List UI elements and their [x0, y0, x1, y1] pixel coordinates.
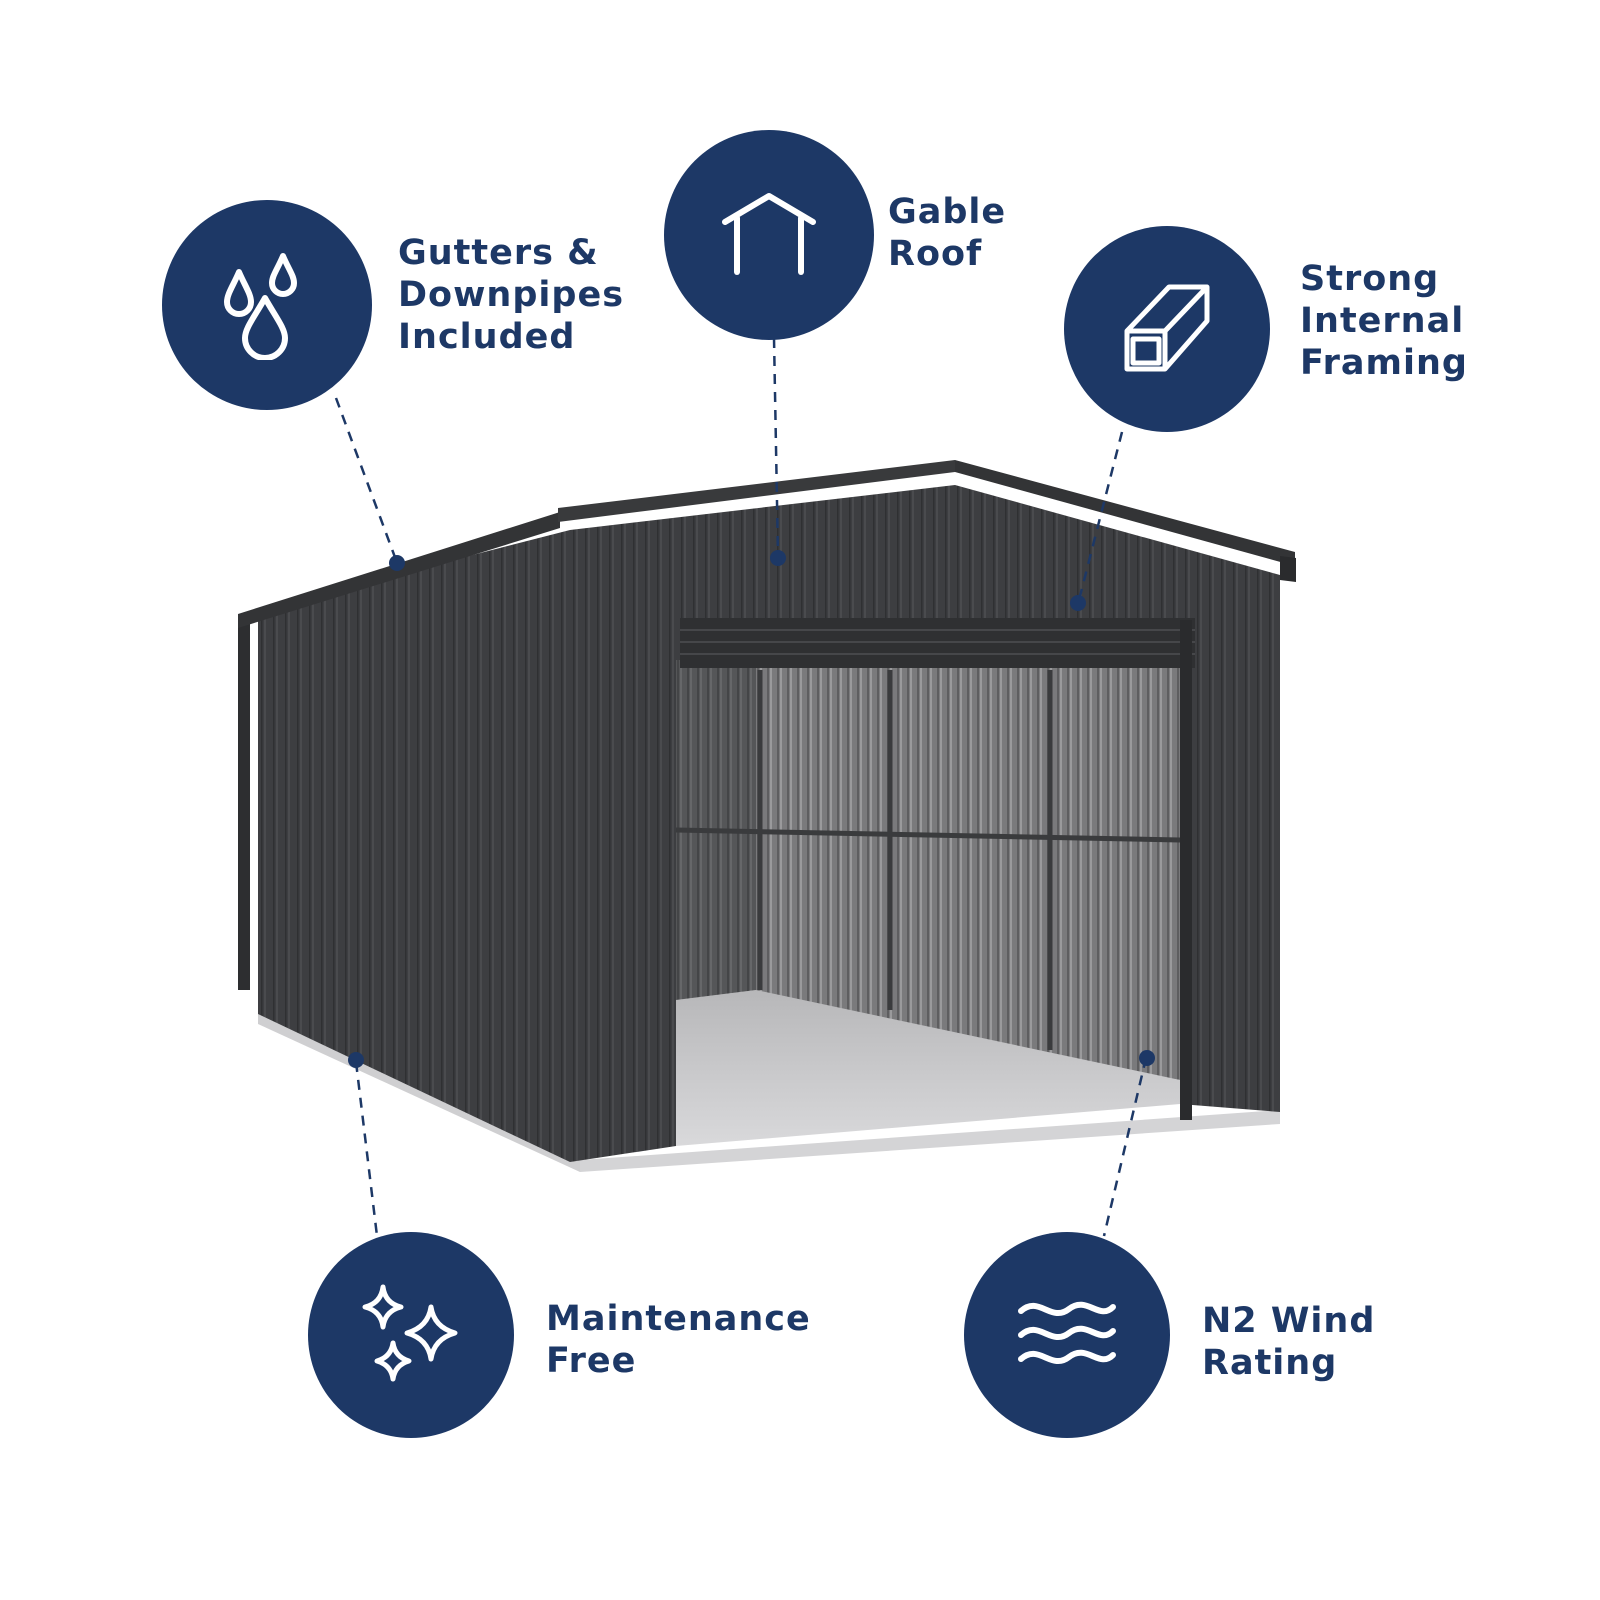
- gable-dot: [770, 550, 786, 566]
- slab-front: [580, 1110, 1280, 1172]
- maintenance-badge: [308, 1232, 514, 1438]
- gutter-downpipe: [238, 623, 250, 990]
- sparkles-icon: [362, 1284, 458, 1382]
- maintenance-label: Maintenance Free: [546, 1299, 811, 1381]
- interior-back-wall: [676, 660, 1180, 1080]
- wind-badge: [964, 1232, 1170, 1438]
- gutter-front: [1280, 556, 1296, 582]
- gutters-label: Gutters & Downpipes Included: [398, 233, 625, 357]
- steel-beam-icon: [1124, 284, 1210, 372]
- maintenance-dot: [348, 1052, 364, 1068]
- wind-label: N2 Wind Rating: [1202, 1301, 1376, 1383]
- gable-label: Gable Roof: [888, 192, 1007, 274]
- house-roof-icon: [722, 193, 816, 275]
- gutters-dot: [389, 555, 405, 571]
- roof-left-pitch: [558, 460, 955, 522]
- roof-right-pitch: [955, 460, 1295, 566]
- framing-dot: [1070, 595, 1086, 611]
- wind-dot: [1139, 1050, 1155, 1066]
- gutters-badge: [162, 200, 372, 410]
- wind-waves-icon: [1018, 1301, 1116, 1365]
- shed-side-wall: [258, 530, 570, 1162]
- framing-label: Strong Internal Framing: [1300, 259, 1468, 383]
- framing-badge: [1064, 226, 1270, 432]
- interior-floor: [676, 990, 1180, 1146]
- gable-badge: [664, 130, 874, 340]
- water-drops-icon: [224, 253, 297, 360]
